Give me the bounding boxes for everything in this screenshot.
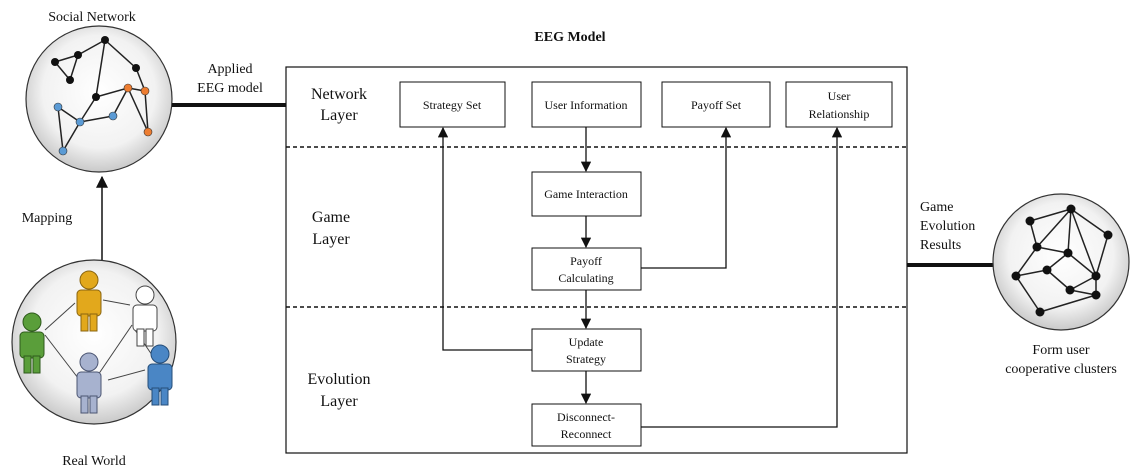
user-information-label: User Information [545, 98, 628, 112]
clusters-caption-line1: Form user [1032, 343, 1090, 358]
user-relationship-label-line1: User [828, 89, 851, 103]
social-network-nodes [51, 36, 153, 156]
results-label-line1: Game [920, 200, 953, 215]
arrow-disconnect-to-relationship [641, 126, 843, 428]
network-layer-label-line1: Network [311, 86, 367, 103]
disconnect-reconnect-label-line2: Reconnect [561, 427, 612, 441]
disconnect-reconnect-label-line1: Disconnect- [557, 410, 615, 424]
cluster-nodes [1011, 204, 1113, 317]
payoff-calculating-label-line1: Payoff [570, 254, 602, 268]
real-world-circle [11, 259, 177, 425]
update-strategy-label-line2: Strategy [566, 352, 606, 366]
applied-label-line1: Applied [207, 62, 252, 77]
model-title: EEG Model [534, 30, 605, 45]
game-interaction-label: Game Interaction [544, 187, 628, 201]
person-white-icon [132, 285, 158, 347]
arrow-update-to-strategy-set [437, 126, 532, 351]
payoff-calculating-box: Payoff Calculating [531, 247, 642, 291]
user-information-box: User Information [531, 81, 642, 128]
results-label-line2: Evolution [920, 219, 975, 234]
person-lavender-icon [76, 352, 102, 414]
person-yellow-icon [76, 270, 102, 332]
clusters-caption-line2: cooperative clusters [1005, 362, 1117, 377]
real-world-caption: Real World [62, 454, 126, 469]
person-blue-icon [147, 344, 173, 406]
update-strategy-label-line1: Update [569, 335, 604, 349]
network-layer-label-line2: Layer [320, 107, 358, 124]
arrow-payoff-to-payoff-set [641, 126, 732, 269]
game-interaction-box: Game Interaction [531, 171, 642, 217]
strategy-set-label: Strategy Set [423, 98, 482, 112]
social-network-circle [25, 25, 173, 173]
social-network-caption: Social Network [48, 10, 135, 25]
disconnect-reconnect-box: Disconnect- Reconnect [531, 403, 642, 447]
payoff-calculating-label-line2: Calculating [558, 271, 613, 285]
mapping-label: Mapping [22, 211, 73, 226]
update-strategy-box: Update Strategy [531, 328, 642, 372]
payoff-set-label: Payoff Set [691, 98, 742, 112]
game-layer-label-line2: Layer [312, 231, 350, 248]
flow-arrows [437, 126, 843, 428]
cooperative-clusters-circle [992, 193, 1130, 331]
evolution-layer-label-line1: Evolution [307, 371, 370, 388]
person-green-icon [19, 312, 45, 374]
payoff-set-box: Payoff Set [661, 81, 771, 128]
user-relationship-label-line2: Relationship [809, 107, 870, 121]
game-layer-label-line1: Game [312, 209, 350, 226]
evolution-layer-label-line2: Layer [320, 393, 358, 410]
applied-label-line2: EEG model [197, 81, 263, 96]
user-relationship-box: User Relationship [785, 81, 893, 128]
results-label-line3: Results [920, 238, 961, 253]
strategy-set-box: Strategy Set [399, 81, 506, 128]
